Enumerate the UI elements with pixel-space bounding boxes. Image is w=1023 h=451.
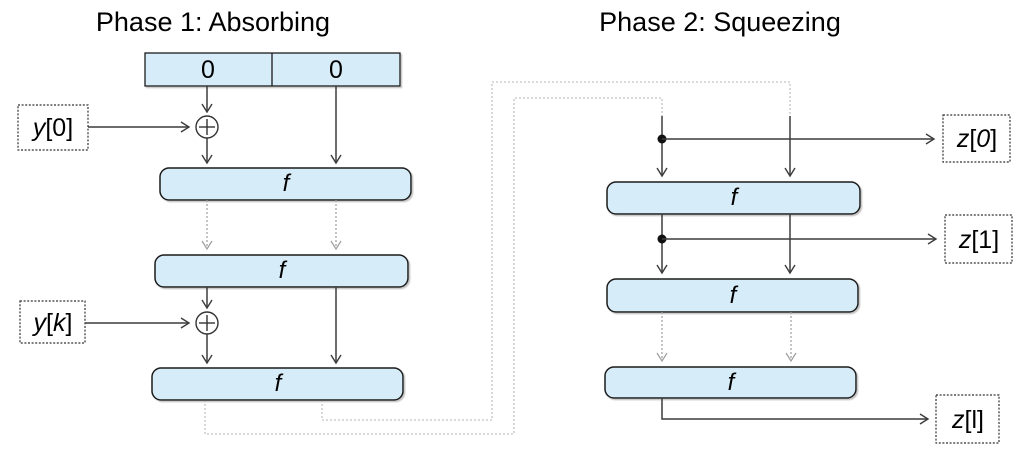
output-box-z1 [944,214,1013,264]
phase1-title: Phase 1: Absorbing [96,7,330,37]
f-label: f [279,257,288,284]
input-box-y0 [17,104,89,151]
feed-forward-left-connector [204,97,663,435]
f-label: f [275,370,284,397]
input-label-y0: y[0] [31,114,73,142]
state-cell-left: 0 [201,56,215,84]
f-box-p1-3 [151,367,404,401]
f-label: f [731,184,740,211]
f-box-p2-2 [606,278,859,313]
phase1-group: 0 0 y[0] f f y[k] [17,52,412,401]
output-label-z1: z[1] [958,226,999,254]
arrow-to-zl [661,398,930,425]
f-label: f [283,170,292,197]
phase2-title: Phase 2: Squeezing [599,7,841,37]
state-cell-right: 0 [329,56,343,84]
f-label: f [728,369,737,396]
input-box-yk [19,300,86,344]
f-box-p2-1 [606,181,861,215]
output-box-zl [935,394,1000,444]
phase2-group: z[0] f z[1] f f z[l] [604,114,1013,444]
input-label-yk: y[k] [32,309,73,337]
output-label-z0: z[0] [956,125,997,153]
feed-forward-right-connector [321,81,791,421]
f-box-p2-3 [604,366,857,399]
output-box-z0 [942,114,1011,163]
f-label: f [730,282,739,309]
f-box-p1-1 [159,167,412,201]
output-label-zl: z[l] [951,406,984,434]
f-box-p1-2 [154,254,409,288]
xor-icon [195,311,219,335]
xor-icon [195,115,219,139]
